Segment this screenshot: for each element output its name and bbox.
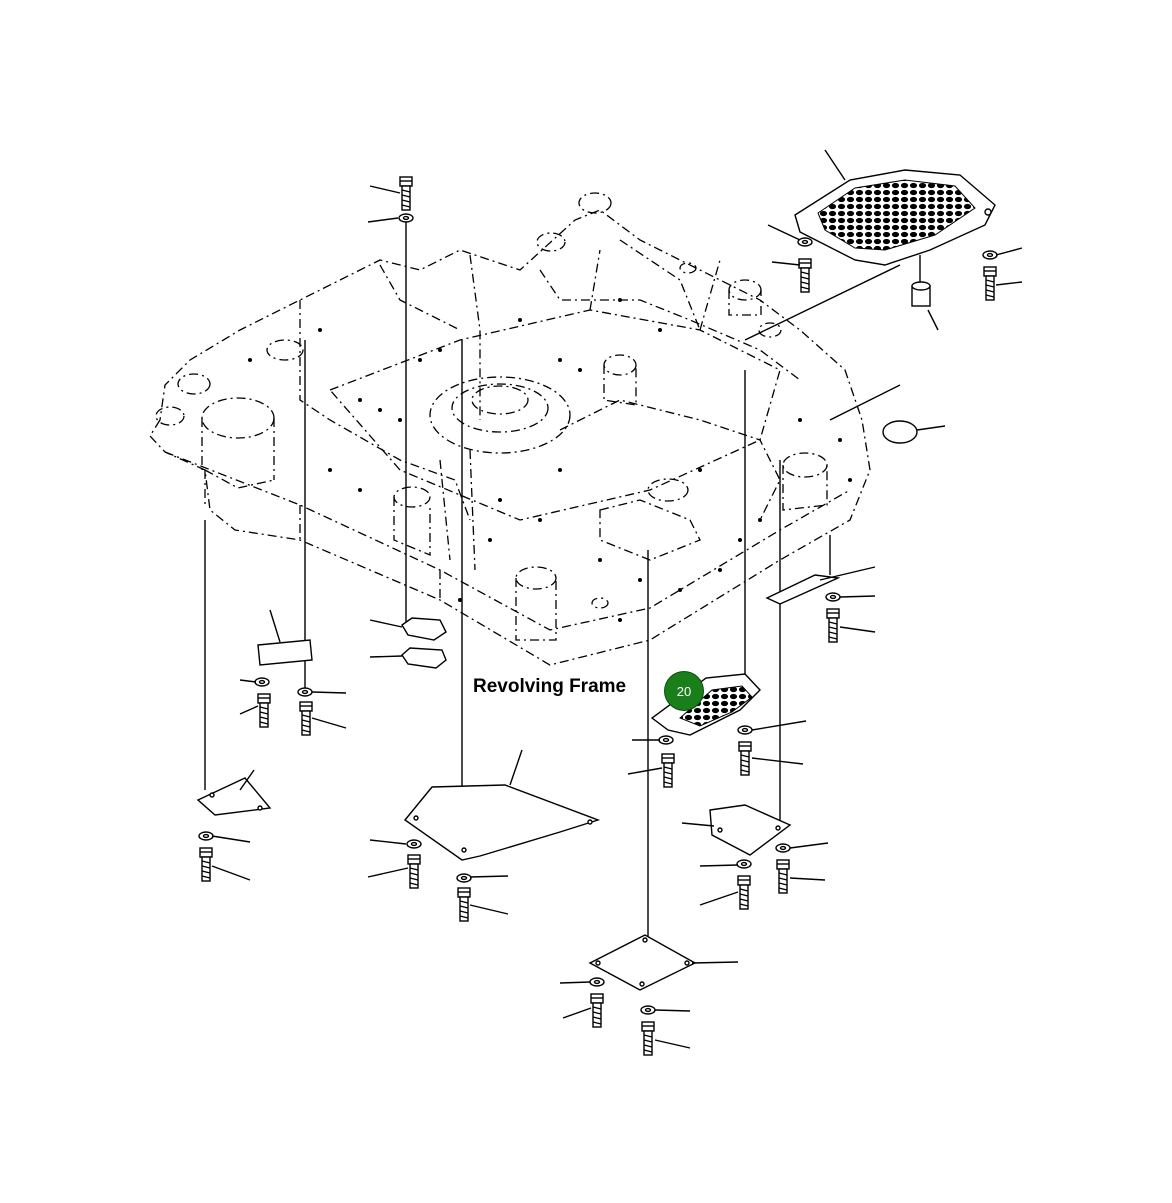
top-mesh-grille [794, 149, 996, 266]
alignment-lines [204, 220, 921, 985]
round-cover [882, 420, 946, 444]
leader-lines [211, 185, 1023, 1049]
frame-body [149, 192, 871, 666]
revolving-frame-label: Revolving Frame [473, 676, 627, 697]
plug-part [911, 281, 939, 331]
small-mesh-plate [650, 673, 761, 736]
cover-plates [196, 574, 841, 991]
callout-badge-20[interactable]: 20 [665, 672, 703, 710]
fasteners [198, 176, 998, 1056]
